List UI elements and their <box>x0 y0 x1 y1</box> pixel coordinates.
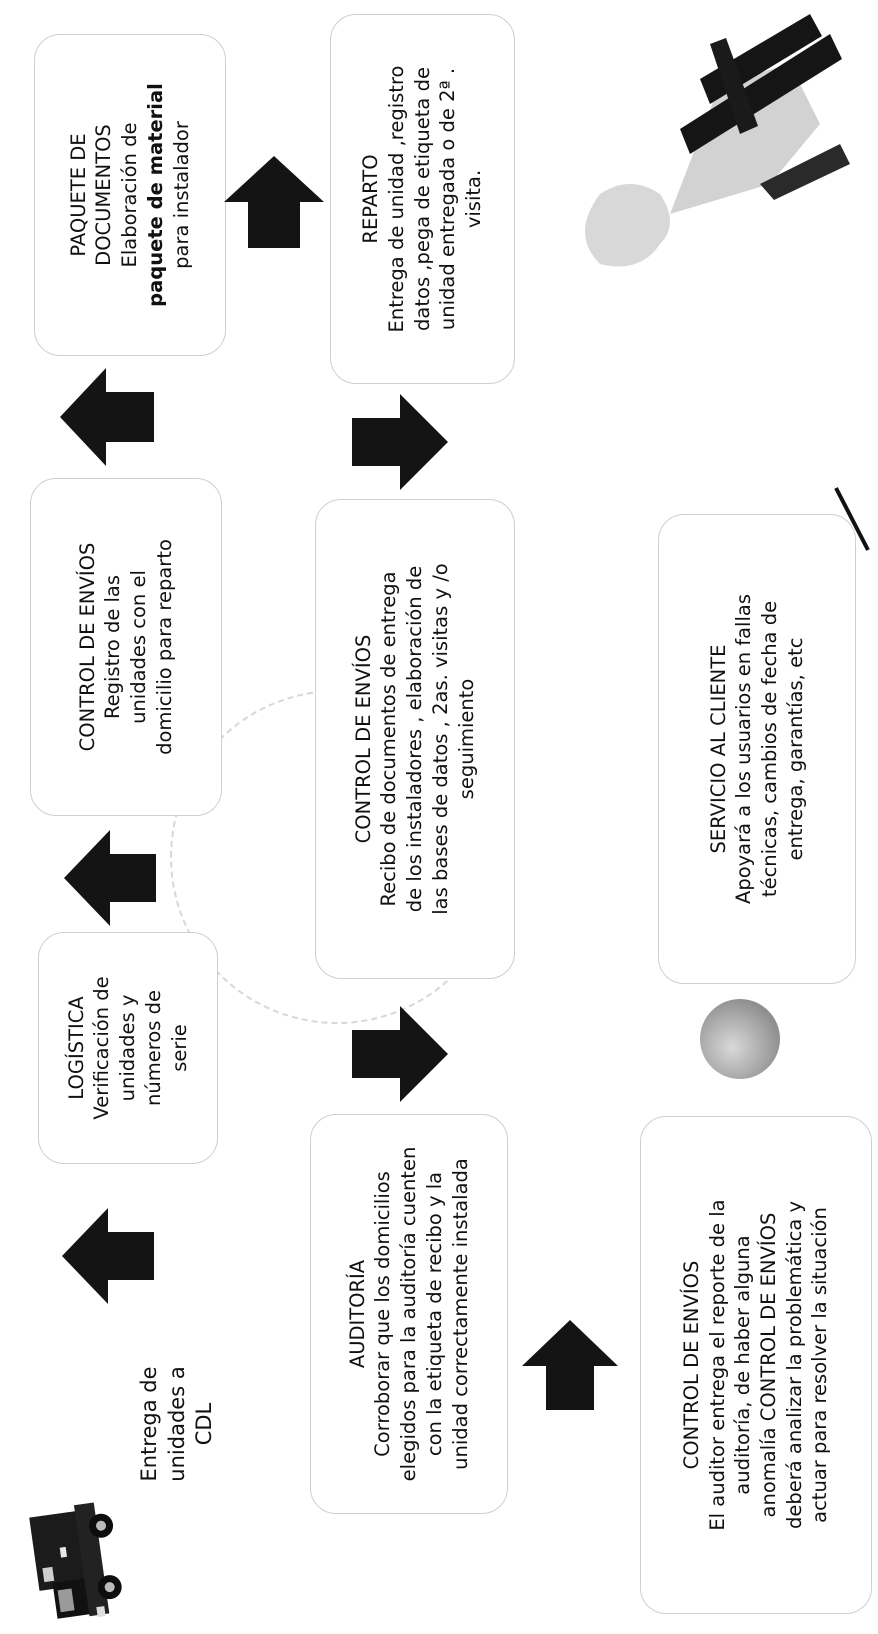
reparto-line: datos ,pega de etiqueta de <box>410 67 434 331</box>
arrow-right-icon <box>222 154 326 250</box>
reparto-box: REPARTO Entrega de unidad ,registro dato… <box>330 14 515 384</box>
control-recibo-line: las bases de datos , 2as. visitas y /o <box>428 563 452 915</box>
auditoria-line: elegidos para la auditoría cuenten <box>397 1146 421 1482</box>
control-recibo-box: CONTROL DE ENVÍOS Recibo de documentos d… <box>315 499 515 979</box>
control-recibo-line: Recibo de documentos de entrega <box>377 571 401 907</box>
control-auditor-line: actuar para resolver la situación <box>808 1207 832 1523</box>
control-registro-title: CONTROL DE ENVÍOS <box>75 542 99 752</box>
arrow-down-icon <box>350 1004 450 1104</box>
intro-line: unidades a <box>164 1366 189 1482</box>
paquete-title: DOCUMENTOS <box>92 124 116 266</box>
control-auditor-line: auditoría, de haber alguna <box>731 1235 755 1495</box>
control-registro-box: CONTROL DE ENVÍOS Registro de las unidad… <box>30 478 222 816</box>
logistica-box: LOGÍSTICA Verificación de unidades y núm… <box>38 932 218 1164</box>
servicio-line: técnicas, cambios de fecha de <box>758 600 781 898</box>
logistica-line: unidades y <box>116 994 140 1102</box>
auditoria-title: AUDITORÍA <box>345 1259 369 1369</box>
paquete-line: Elaboración de <box>118 122 142 268</box>
arrow-up-icon <box>58 366 156 468</box>
control-recibo-title: CONTROL DE ENVÍOS <box>351 634 375 844</box>
control-auditor-title: CONTROL DE ENVÍOS <box>679 1260 703 1470</box>
installer-figure-icon <box>560 4 860 304</box>
reparto-line: Entrega de unidad ,registro <box>384 65 408 333</box>
paquete-title: PAQUETE DE <box>66 133 90 257</box>
paquete-bold-line: paquete de material <box>143 83 167 307</box>
control-auditor-line: deberá analizar la problemática y <box>782 1200 806 1530</box>
reparto-line: unidad entregada o de 2ª . <box>436 67 460 331</box>
logistica-line: Verificación de <box>90 976 114 1120</box>
servicio-line: Apoyará a los usuarios en fallas <box>732 593 756 905</box>
intro-line: CDL <box>192 1402 217 1446</box>
auditoria-line: unidad correctamente instalada <box>448 1158 472 1470</box>
servicio-title: SERVICIO AL CLIENTE <box>706 644 730 854</box>
servicio-line: entrega, garantías, etc <box>783 637 807 861</box>
control-auditor-box: CONTROL DE ENVÍOS El auditor entrega el … <box>640 1116 872 1614</box>
auditoria-line: con la etiqueta de recibo y la <box>422 1171 446 1457</box>
logistica-title: LOGÍSTICA <box>64 996 88 1100</box>
arrow-up-icon <box>60 1206 156 1306</box>
round-seal-icon <box>700 999 780 1079</box>
reparto-title: REPARTO <box>359 154 383 244</box>
servicio-box: SERVICIO AL CLIENTE Apoyará a los usuari… <box>658 514 856 984</box>
control-recibo-line: de los instaladores , elaboración de <box>403 565 427 913</box>
intro-line: Entrega de <box>136 1366 161 1482</box>
auditoria-box: AUDITORÍA Corroborar que los domicilios … <box>310 1114 508 1514</box>
paquete-line: para instalador <box>169 121 193 269</box>
arrow-right-icon <box>520 1318 620 1412</box>
control-registro-line: domicilio para reparto <box>152 539 176 755</box>
auditoria-line: Corroborar que los domicilios <box>371 1171 395 1457</box>
reparto-line: visita. <box>462 169 486 229</box>
corner-mark <box>832 484 872 554</box>
control-recibo-line: seguimiento <box>454 678 478 800</box>
intro-text: Entrega de unidades a CDL <box>135 1309 220 1539</box>
control-auditor-line: anomalía CONTROL DE ENVÍOS <box>757 1212 780 1518</box>
control-auditor-line: El auditor entrega el reporte de la <box>705 1199 729 1531</box>
control-registro-line: Registro de las <box>101 574 125 720</box>
control-registro-line: unidades con el <box>127 570 150 724</box>
arrow-down-icon <box>350 392 450 492</box>
delivery-truck-icon <box>12 1474 130 1624</box>
logistica-line: serie <box>167 1024 191 1072</box>
logistica-line: números de <box>141 990 165 1106</box>
paquete-box: PAQUETE DE DOCUMENTOS Elaboración de paq… <box>34 34 226 356</box>
arrow-up-icon <box>62 828 158 928</box>
